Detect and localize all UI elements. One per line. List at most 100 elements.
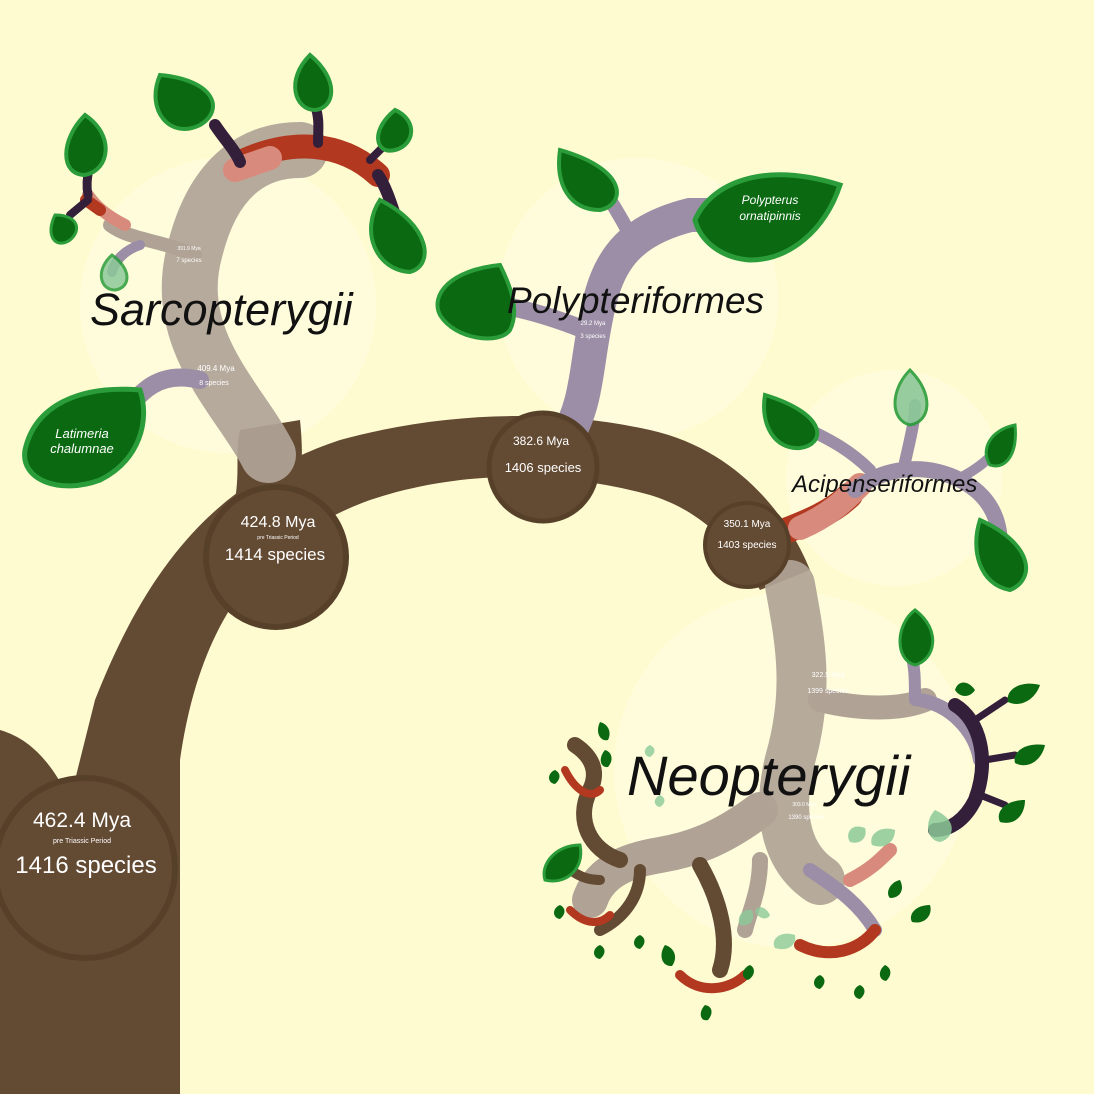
leaf-icon[interactable] xyxy=(700,1005,712,1021)
neo-dark-sub1 xyxy=(971,696,1009,724)
leaf-icon[interactable] xyxy=(557,147,619,213)
leaf-icon[interactable] xyxy=(738,909,754,926)
neo-b-species: 1390 species xyxy=(788,815,823,821)
leaf-icon[interactable] xyxy=(879,965,891,981)
node-n2[interactable] xyxy=(486,410,600,524)
leaf-icon[interactable] xyxy=(854,985,865,999)
node-labels: 462.4 Mya pre Triassic Period 1416 speci… xyxy=(15,246,849,879)
n1-species: 1414 species xyxy=(225,545,325,564)
neo-red-lower xyxy=(794,924,881,959)
leaf-icon[interactable] xyxy=(661,945,676,967)
n1-age: 424.8 Mya xyxy=(241,514,316,531)
neo-red-left2 xyxy=(566,906,614,926)
sarc-b-species: 7 species xyxy=(176,258,201,264)
leaf-icon[interactable] xyxy=(888,880,902,898)
sarc-a-age: 409.4 Mya xyxy=(197,364,235,373)
leaf-icon[interactable] xyxy=(435,262,517,341)
leaf-icon[interactable] xyxy=(100,253,129,292)
leaf-icon[interactable] xyxy=(893,367,929,427)
polypterus-genus: Polypterus xyxy=(742,193,799,207)
clade-label-neopterygii[interactable]: Neopterygii xyxy=(627,744,912,807)
neo-a-age: 322.5 Mya xyxy=(812,672,845,679)
poly-main-branch xyxy=(548,198,742,457)
neo-dark-sub3 xyxy=(976,791,1009,809)
leaf-icon[interactable] xyxy=(654,795,665,807)
leaf-labels: Latimeria chalumnae Polypterus ornatipin… xyxy=(50,193,800,456)
neo-a-species: 1399 species xyxy=(807,688,849,695)
neo-main-branch xyxy=(759,560,845,905)
neo-red-bottom xyxy=(675,970,750,994)
leaf-icon[interactable] xyxy=(293,52,334,113)
poly-age: 29.2 Mya xyxy=(581,321,606,327)
leaf-icon[interactable] xyxy=(871,828,895,847)
leaf-icon[interactable] xyxy=(153,72,215,131)
neo-lower-right xyxy=(803,863,882,937)
leaf-icon[interactable] xyxy=(998,800,1025,823)
neo-brown-left xyxy=(567,737,628,868)
n3-age: 350.1 Mya xyxy=(724,519,771,530)
leaf-icon[interactable] xyxy=(554,905,565,919)
node-root[interactable] xyxy=(0,775,178,961)
leaf-icon[interactable] xyxy=(742,965,754,980)
leaf-icon[interactable] xyxy=(848,826,866,843)
sarc-dark-left2 xyxy=(66,196,92,219)
sarc-dark-top1 xyxy=(209,119,246,168)
n3-species: 1403 species xyxy=(718,540,777,551)
clade-label-sarcopterygii[interactable]: Sarcopterygii xyxy=(90,284,355,335)
leaf-icon[interactable] xyxy=(762,392,820,451)
neo-brown-down2 xyxy=(692,857,732,978)
leaf-icon[interactable] xyxy=(974,517,1029,593)
root-period: pre Triassic Period xyxy=(53,838,111,845)
leaf-icon[interactable] xyxy=(600,750,612,768)
node-n3[interactable] xyxy=(703,501,791,589)
leaf-icon[interactable] xyxy=(49,213,79,245)
leaf-icon[interactable] xyxy=(634,935,645,949)
leaf-latimeria[interactable] xyxy=(22,386,147,489)
latimeria-genus: Latimeria xyxy=(55,426,108,441)
leaf-icon[interactable] xyxy=(594,945,605,959)
leaf-icon[interactable] xyxy=(644,745,655,757)
sarc-upper-branch xyxy=(103,218,202,262)
leaf-icon[interactable] xyxy=(898,608,935,667)
leaf-icon[interactable] xyxy=(755,907,770,919)
neopterygii-branches xyxy=(555,560,1019,994)
leaf-icon[interactable] xyxy=(928,810,952,842)
leaf-icon[interactable] xyxy=(376,107,414,153)
neo-dark-sub2 xyxy=(981,751,1019,764)
leaf-polypterus[interactable] xyxy=(692,172,844,263)
root-age: 462.4 Mya xyxy=(33,809,131,832)
leaf-icon[interactable] xyxy=(1007,683,1040,705)
n1-period: pre Triassic Period xyxy=(257,535,299,541)
poly-species: 3 species xyxy=(580,334,605,340)
neo-b-age: 303.0 Mya xyxy=(792,802,816,808)
n2-age: 382.6 Mya xyxy=(513,434,569,448)
sarc-b-age: 391.9 Mya xyxy=(177,246,201,252)
trunk xyxy=(0,416,810,1094)
clade-label-acipenseriformes[interactable]: Acipenseriformes xyxy=(790,471,977,498)
leaf-icon[interactable] xyxy=(955,682,975,697)
clade-label-polypteriformes[interactable]: Polypteriformes xyxy=(507,280,764,321)
leaf-icon[interactable] xyxy=(910,905,931,923)
leaf-icon[interactable] xyxy=(369,197,427,275)
leaves-group xyxy=(22,52,1045,1021)
leaf-icon[interactable] xyxy=(64,112,108,178)
neo-pink-right xyxy=(843,843,897,887)
clade-labels: Sarcopterygii Polypteriformes Acipenseri… xyxy=(90,280,977,807)
leaf-icon[interactable] xyxy=(1014,744,1045,766)
node-n1[interactable] xyxy=(203,484,349,630)
leaf-icon[interactable] xyxy=(597,722,610,741)
polypterus-species: ornatipinnis xyxy=(739,209,800,223)
node-circles xyxy=(0,410,791,961)
root-species: 1416 species xyxy=(15,852,156,879)
neo-left-branch xyxy=(572,792,778,918)
sarc-pink-top xyxy=(223,146,282,182)
leaf-icon[interactable] xyxy=(549,770,560,784)
leaf-icon[interactable] xyxy=(984,423,1017,468)
neo-red-left xyxy=(561,766,604,798)
latimeria-species: chalumnae xyxy=(50,441,114,456)
leaf-icon[interactable] xyxy=(542,843,583,883)
leaf-icon[interactable] xyxy=(773,933,796,950)
leaf-icon[interactable] xyxy=(814,975,825,989)
